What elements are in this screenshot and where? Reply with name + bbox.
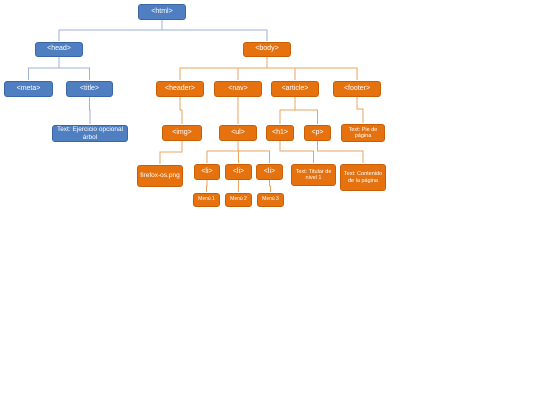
connector-body-footer: [266, 57, 358, 80]
connector-li-1-menu-1: [206, 180, 208, 192]
connector-h1-h1-text: [279, 141, 314, 163]
node-p: <p>: [304, 125, 331, 141]
node-menu-2: Menú 2: [225, 193, 252, 207]
node-menu-3: Menú 3: [257, 193, 284, 207]
connector-footer-footer-text: [356, 97, 364, 123]
connector-head-title: [58, 57, 90, 80]
connector-head-meta: [28, 57, 60, 80]
node-img-text: firefox-os.png: [137, 165, 183, 187]
node-body: <body>: [243, 42, 291, 57]
connector-article-p: [294, 97, 318, 124]
node-h1: <h1>: [266, 125, 294, 141]
node-head: <head>: [35, 42, 83, 57]
node-meta: <meta>: [4, 81, 53, 97]
node-h1-text: Text: Titular de nivel 1: [291, 164, 336, 186]
node-img: <img>: [162, 125, 202, 141]
node-html: <html>: [138, 4, 186, 20]
node-menu-1: Menú 1: [193, 193, 220, 207]
node-article: <article>: [271, 81, 319, 97]
connector-p-p-text: [317, 141, 364, 163]
node-li-1: <li>: [194, 164, 220, 180]
connector-ul-li-3: [237, 141, 270, 163]
connector-title-title-text: [89, 97, 91, 124]
connector-ul-li-1: [206, 141, 239, 163]
connector-li-3-menu-3: [269, 180, 271, 192]
connector-header-img: [179, 97, 183, 124]
node-nav: <nav>: [214, 81, 262, 97]
node-li-3: <li>: [256, 164, 283, 180]
connector-article-h1: [279, 97, 296, 124]
node-li-2: <li>: [225, 164, 252, 180]
connector-html-head: [58, 20, 163, 41]
node-footer-text: Text: Pie de página: [341, 124, 385, 142]
node-header: <header>: [156, 81, 204, 97]
connector-img-img-text: [159, 141, 183, 164]
connector-html-body: [161, 20, 268, 41]
node-ul: <ul>: [219, 125, 257, 141]
node-title-text: Text: Ejercicio opcional árbol: [52, 125, 128, 142]
node-title: <title>: [66, 81, 113, 97]
node-p-text: Text: Contenido de la página: [340, 164, 386, 191]
connector-body-nav: [237, 57, 268, 80]
node-footer: <footer>: [333, 81, 381, 97]
